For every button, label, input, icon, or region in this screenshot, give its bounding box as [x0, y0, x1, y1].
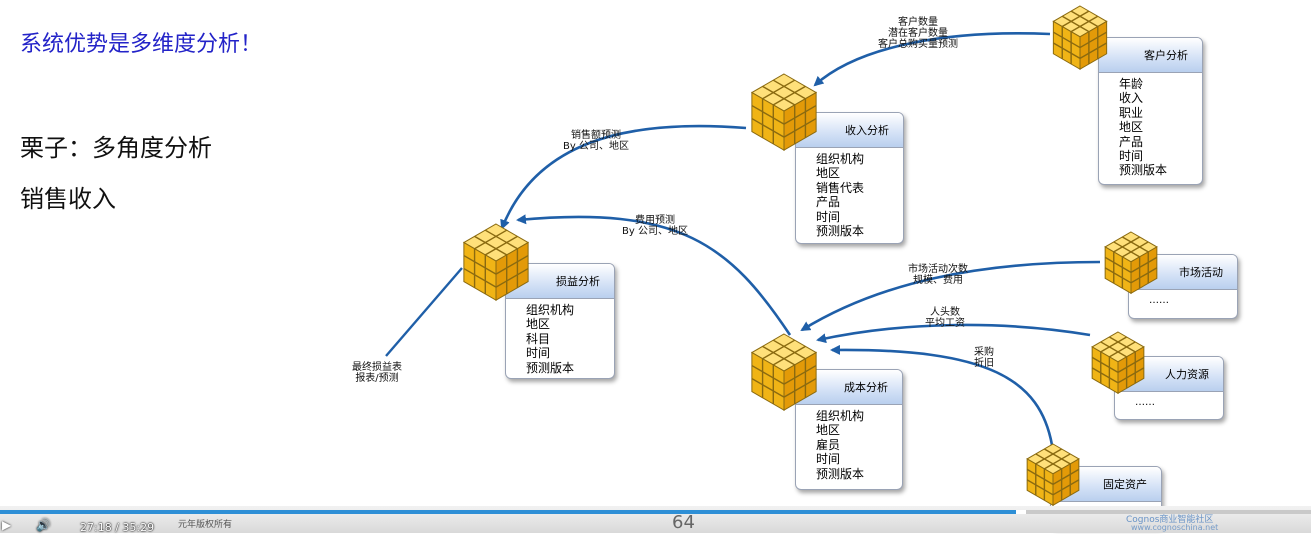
customer-analysis-card: 客户分析 年龄收入职业地区产品时间预测版本 — [1098, 37, 1203, 185]
arrow-marketing-to-cost — [800, 260, 1101, 332]
arrow-customer-to-revenue — [813, 32, 1051, 87]
playback-time: 27:18 / 35:29 — [80, 521, 155, 534]
revenue-analysis-dimensions: 组织机构地区销售代表产品时间预测版本 — [816, 152, 865, 239]
pnl-analysis-dimensions: 组织机构地区科目时间预测版本 — [526, 303, 575, 375]
cost-cube-icon — [750, 333, 818, 412]
marketing-cube-icon — [1104, 231, 1158, 295]
cost-analysis-dimensions: 组织机构地区雇员时间预测版本 — [816, 409, 865, 481]
slide-line-example: 栗子：多角度分析 — [20, 134, 212, 162]
customer-cube-icon — [1052, 5, 1108, 71]
arrow-assets-to-cost — [830, 344, 1054, 446]
volume-icon[interactable]: 🔊 — [36, 518, 51, 532]
arrow-hr-to-cost — [816, 323, 1091, 344]
revenue-cube-icon — [750, 73, 818, 152]
copyright-text: 元年版权所有 — [178, 520, 233, 530]
label-pnl-output: 最终损益表报表/预测 — [352, 362, 402, 384]
customer-analysis-dimensions: 年龄收入职业地区产品时间预测版本 — [1119, 77, 1168, 178]
progress-fill — [0, 510, 1017, 514]
label-assets-to-cost: 采购折旧 — [974, 347, 994, 369]
watermark-community: Cognos商业智能社区 — [1126, 515, 1214, 525]
cost-analysis-card: 成本分析 组织机构地区雇员时间预测版本 — [795, 369, 903, 490]
label-marketing-to-cost: 市场活动次数规模、费用 — [908, 264, 968, 286]
hr-dimensions: …… — [1135, 397, 1155, 408]
watermark-url: www.cognoschina.net — [1131, 523, 1219, 532]
revenue-analysis-title: 收入分析 — [796, 113, 903, 148]
slide-page-number: 64 — [672, 512, 695, 533]
arrow-cost-to-pnl — [516, 214, 792, 336]
slide-subtitle: 系统优势是多维度分析！ — [20, 32, 263, 57]
fixed-assets-cube-icon — [1026, 443, 1080, 507]
slide-line-sales-revenue: 销售收入 — [20, 185, 116, 213]
play-icon[interactable]: ▶ — [2, 518, 12, 532]
arrow-revenue-to-pnl — [500, 124, 747, 230]
progress-buffer-gap — [1016, 510, 1026, 514]
label-hr-to-cost: 人头数平均工资 — [925, 307, 965, 329]
hr-cube-icon — [1091, 331, 1145, 395]
arrow-pnl-out — [385, 267, 463, 357]
label-customer-to-revenue: 客户数量潜在客户数量客户总购买量预测 — [878, 17, 958, 50]
marketing-dimensions: …… — [1149, 295, 1169, 306]
customer-analysis-title: 客户分析 — [1099, 38, 1202, 73]
revenue-analysis-card: 收入分析 组织机构地区销售代表产品时间预测版本 — [795, 112, 904, 244]
pnl-cube-icon — [462, 223, 530, 302]
